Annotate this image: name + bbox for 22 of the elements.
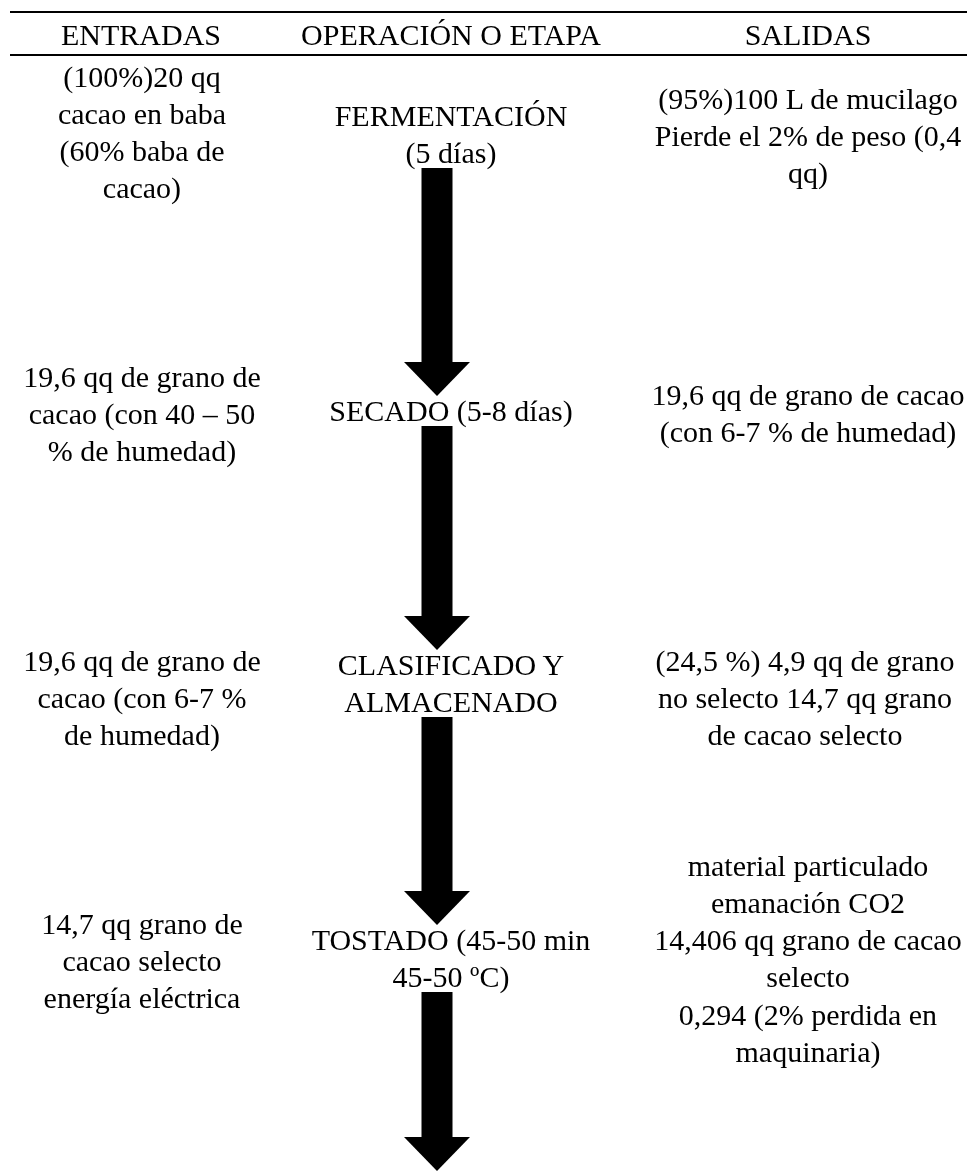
output-text: 19,6 qq de grano de cacao (con 6-7 % de humedad) [650,377,966,450]
input-text: (100%)20 qq cacao en baba (60% baba de cacao) [56,59,228,206]
block-arrow [404,168,470,396]
process-step-label: FERMENTACIÓN (5 días) [333,98,569,171]
input-text: 19,6 qq de grano de cacao (con 6-7 % de humedad) [23,642,261,753]
process-step-label: TOSTADO (45-50 min 45-50 ºC) [310,922,592,995]
output-text: 14,406 qq grano de cacao selecto [653,922,963,995]
column-header: OPERACIÓN O ETAPA [300,16,602,53]
block-arrow [404,426,470,650]
input-text: 19,6 qq de grano de cacao (con 40 – 50 % de humedad) [22,358,262,469]
process-step-label: SECADO (5-8 días) [328,392,574,429]
output-text: 0,294 (2% perdida en maquinaria) [677,997,939,1070]
output-text: emanación CO2 [709,884,907,921]
column-header: ENTRADAS [60,16,222,53]
input-text: 14,7 qq grano de cacao selecto energía eléctrica [40,905,244,1016]
output-text: (95%)100 L de mucilago Pierde el 2% de peso (0,4 qq) [653,80,963,191]
output-text: material particulado [686,847,930,884]
block-arrow [404,992,470,1171]
process-step-label: CLASIFICADO Y ALMACENADO [336,646,566,720]
column-header: SALIDAS [743,16,873,53]
output-text: (24,5 %) 4,9 qq de grano no selecto 14,7 qq grano de cacao selecto [654,642,956,753]
block-arrow [404,717,470,925]
